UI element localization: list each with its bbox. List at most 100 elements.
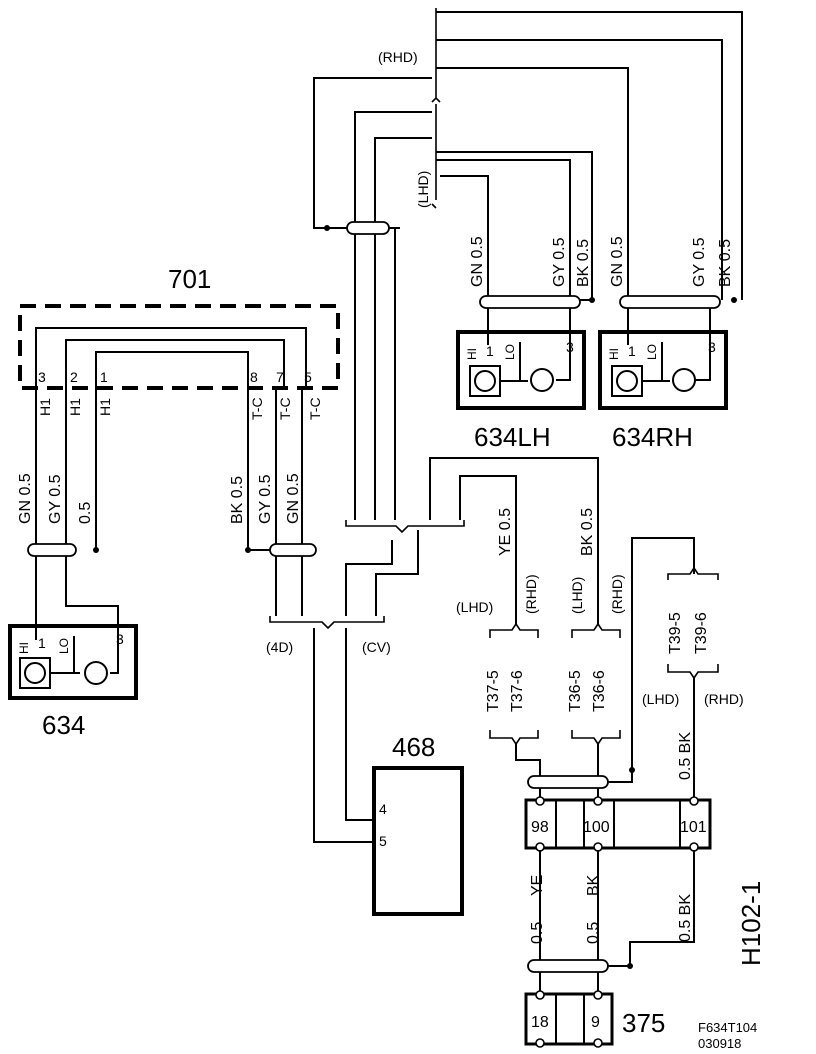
conn-t39-5: T39-5 — [667, 612, 684, 654]
701-pin-3: 3 — [38, 369, 46, 385]
634rh-pin3: 3 — [708, 339, 716, 355]
component-h102: 98 100 101 H102-1 — [524, 796, 766, 966]
bracket-mid — [345, 520, 465, 534]
sleeve-bottom — [527, 959, 609, 973]
wire-gy-rh: GY 0.5 — [691, 237, 708, 287]
h102-pin101-top — [689, 796, 699, 806]
h102-pin-100: 100 — [583, 819, 610, 836]
701-pinlabel-7: T-C — [277, 397, 293, 420]
splice-left — [93, 547, 99, 553]
splice-tc — [245, 547, 251, 553]
701-pin-8: 8 — [250, 369, 258, 385]
468-pin5: 5 — [379, 833, 387, 849]
wire-gn-left-label: GN 0.5 — [17, 473, 34, 524]
right-connectors: YE 0.5 BK 0.5 (RHD) (LHD) (RHD) (LHD) T3… — [456, 508, 744, 800]
634lh-box — [456, 330, 586, 410]
wire-cv-a — [345, 540, 393, 616]
wire-gy-tc-label: GY 0.5 — [257, 474, 274, 524]
label-cv: (CV) — [362, 639, 391, 655]
634rh-leads — [627, 308, 711, 381]
conn-t37-5: T37-5 — [485, 670, 502, 712]
wire-ye-bottom-label: YE — [529, 875, 546, 896]
701-pinlabel-1: H1 — [97, 398, 113, 416]
bracket-t39 — [667, 566, 719, 580]
sleeve-lh — [479, 295, 581, 309]
wire-ye-top — [459, 475, 517, 540]
label-4d: (4D) — [266, 639, 293, 655]
wire-lhd-gy — [436, 159, 571, 330]
634-box — [8, 624, 138, 700]
wire-bk101-bottom — [629, 850, 695, 966]
wire-lhd-a — [354, 111, 432, 520]
634lh-internal — [500, 342, 528, 382]
wire-bk-rh: BK 0.5 — [717, 239, 734, 287]
bracket-t36 — [571, 622, 621, 638]
bracket-4d-cv — [269, 616, 385, 630]
left-wires: GN 0.5 GY 0.5 0.5 — [17, 388, 119, 640]
375-dividers — [555, 994, 585, 1044]
634rh-internal — [642, 342, 670, 382]
top-harness: (RHD) (LHD) — [313, 8, 743, 520]
wire-t39-loop — [631, 537, 695, 770]
wire-05bk-bottom: 0.5 BK — [677, 894, 694, 942]
wire-gy-left-label: GY 0.5 — [47, 474, 64, 524]
lh-rh-wire-labels: GN 0.5 GY 0.5 BK 0.5 GN 0.5 GY 0.5 BK 0.… — [469, 236, 734, 287]
sleeve-tc — [269, 543, 317, 557]
701-pinlabel-5: T-C — [307, 397, 323, 420]
wire-top-1 — [436, 11, 743, 300]
component-468: 468 4 5 — [372, 732, 464, 916]
wire-05-bottom-a: 0.5 — [529, 922, 546, 944]
375-pin9-top — [593, 990, 603, 1000]
634rh-horn-icon — [616, 370, 638, 392]
label-lhd-top: (LHD) — [415, 171, 431, 208]
wire-to-468-5 — [313, 628, 374, 843]
375-label: 375 — [622, 1008, 665, 1038]
634-motor-icon — [84, 661, 108, 685]
label-rhd-1: (RHD) — [523, 574, 539, 614]
375-pin-18: 18 — [531, 1014, 549, 1031]
701-label: 701 — [168, 264, 211, 294]
701-loop-outer — [35, 327, 307, 388]
label-rhd-2: (RHD) — [609, 574, 625, 614]
wire-lhd-bk — [436, 151, 593, 300]
conn-t36-5: T36-5 — [567, 670, 584, 712]
conn-t37-6: T37-6 — [509, 670, 526, 712]
wire-gn-lh: GN 0.5 — [469, 236, 486, 287]
634-hi: HI — [17, 642, 31, 654]
wire-bk-top — [429, 457, 599, 540]
top-bracket — [431, 8, 441, 209]
375-pin18-bottom — [535, 1038, 545, 1048]
468-label: 468 — [392, 732, 435, 762]
h102-pin-98: 98 — [531, 819, 549, 836]
375-box — [524, 992, 614, 1046]
wire-bk-tc-label: BK 0.5 — [229, 476, 246, 524]
component-634rh: HI 1 LO 3 634RH — [598, 308, 728, 452]
h102-pin100-bottom — [593, 842, 603, 852]
634rh-motor-icon — [672, 368, 696, 392]
634-pin3: 3 — [116, 631, 124, 647]
634rh-lo: LO — [645, 344, 659, 360]
wire-05-left-label: 0.5 — [77, 502, 94, 524]
bracket-t39-low — [667, 664, 719, 680]
701-pinlabel-2: H1 — [67, 398, 83, 416]
634-internal — [50, 636, 119, 674]
375-pin9-bottom — [593, 1038, 603, 1048]
label-lhd-2: (LHD) — [569, 577, 585, 614]
468-box — [372, 766, 464, 916]
wire-bk-lh: BK 0.5 — [575, 239, 592, 287]
wire-top-2 — [436, 39, 723, 300]
wire-bk-label: BK 0.5 — [579, 508, 596, 556]
sleeve-left — [27, 543, 77, 557]
h102-label: H102-1 — [736, 881, 766, 966]
bracket-t37 — [489, 622, 539, 638]
h102-box — [524, 798, 712, 850]
h102-pin101-bottom — [689, 842, 699, 852]
h102-pin100-top — [593, 796, 603, 806]
wire-to-468-4 — [345, 628, 374, 821]
634-horn-icon — [24, 662, 46, 684]
468-pin4: 4 — [379, 801, 387, 817]
label-lhd-1: (LHD) — [456, 599, 493, 615]
wire-gn-rh: GN 0.5 — [609, 236, 626, 287]
cable-sleeve — [346, 221, 390, 235]
bracket-t36-low — [571, 730, 621, 746]
